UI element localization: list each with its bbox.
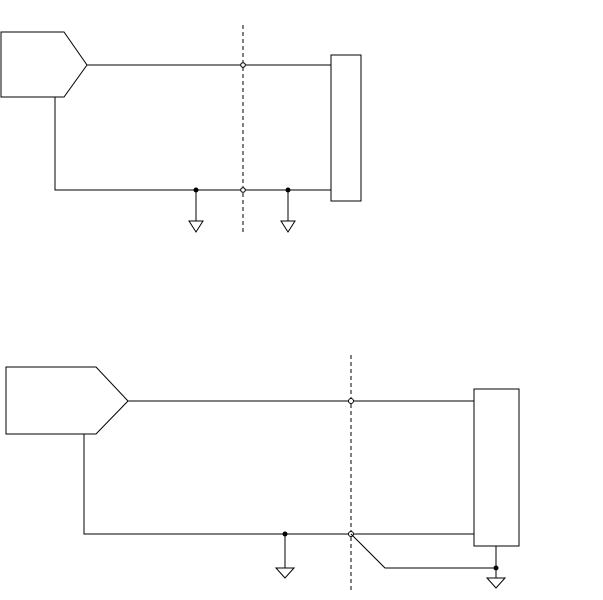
return-junction-node (241, 188, 246, 193)
return-wire (84, 434, 474, 534)
source-block (1, 32, 87, 97)
ground-symbol (276, 532, 294, 579)
ground-symbol (281, 188, 295, 233)
ground-tap-dot (494, 566, 499, 571)
return-wire (55, 97, 331, 190)
ground-symbol (189, 188, 203, 233)
receiver-block (474, 389, 519, 546)
ground-symbol (487, 546, 505, 588)
receiver-block (331, 55, 361, 201)
bottom-circuit (6, 355, 519, 593)
signal-junction-node (241, 63, 246, 68)
signal-junction-node (349, 399, 354, 404)
source-block (6, 367, 128, 434)
top-circuit (1, 25, 361, 232)
